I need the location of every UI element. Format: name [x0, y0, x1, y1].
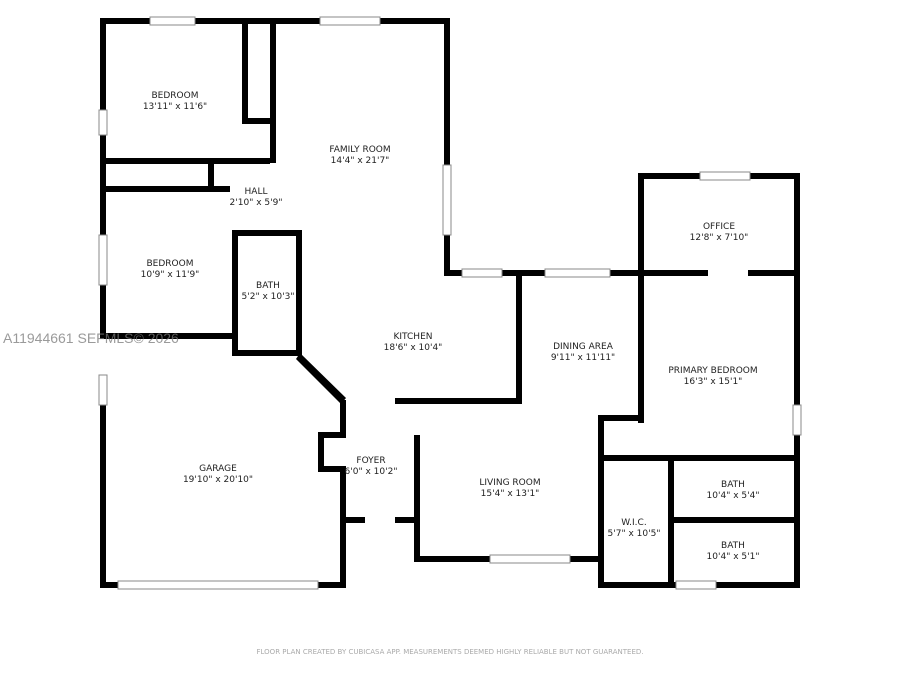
room-size: 18'6" x 10'4"	[383, 343, 443, 353]
room-name: KITCHEN	[393, 332, 433, 342]
room-name: HALL	[244, 187, 268, 197]
room-size: 10'9" x 11'9"	[140, 270, 200, 280]
watermark: A11944661 SEFMLS© 2026	[3, 330, 179, 346]
room-size: 12'8" x 7'10"	[689, 233, 749, 243]
room-name: BATH	[721, 541, 745, 551]
room-wic: W.I.C.5'7" x 10'5"	[608, 518, 661, 540]
room-name: FOYER	[356, 456, 386, 466]
room-name: DINING AREA	[553, 342, 613, 352]
footer-disclaimer: FLOOR PLAN CREATED BY CUBICASA APP. MEAS…	[256, 648, 644, 656]
room-size: 10'4" x 5'4"	[706, 491, 760, 501]
room-size: 6'0" x 10'2"	[344, 467, 398, 477]
room-size: 13'11" x 11'6"	[142, 102, 208, 112]
room-size: 15'4" x 13'1"	[480, 489, 540, 499]
room-name: OFFICE	[702, 222, 736, 232]
room-size: 19'10" x 20'10"	[182, 475, 254, 485]
room-name: BEDROOM	[151, 91, 199, 101]
windows	[98, 16, 802, 590]
room-size: 16'3" x 15'1"	[683, 377, 743, 387]
room-size: 5'2" x 10'3"	[241, 292, 295, 302]
room-name: PRIMARY BEDROOM	[668, 366, 758, 376]
room-size: 9'11" x 11'11"	[550, 353, 616, 363]
room-name: W.I.C.	[621, 518, 647, 528]
room-size: 14'4" x 21'7"	[330, 156, 390, 166]
room-name: GARAGE	[199, 464, 237, 474]
room-name: BATH	[721, 480, 745, 490]
room-name: FAMILY ROOM	[329, 145, 391, 155]
room-size: 2'10" x 5'9"	[229, 198, 283, 208]
room-size: 10'4" x 5'1"	[706, 552, 760, 562]
room-name: BEDROOM	[146, 259, 194, 269]
room-name: LIVING ROOM	[479, 478, 541, 488]
room-name: BATH	[256, 281, 280, 291]
room-size: 5'7" x 10'5"	[607, 529, 661, 539]
